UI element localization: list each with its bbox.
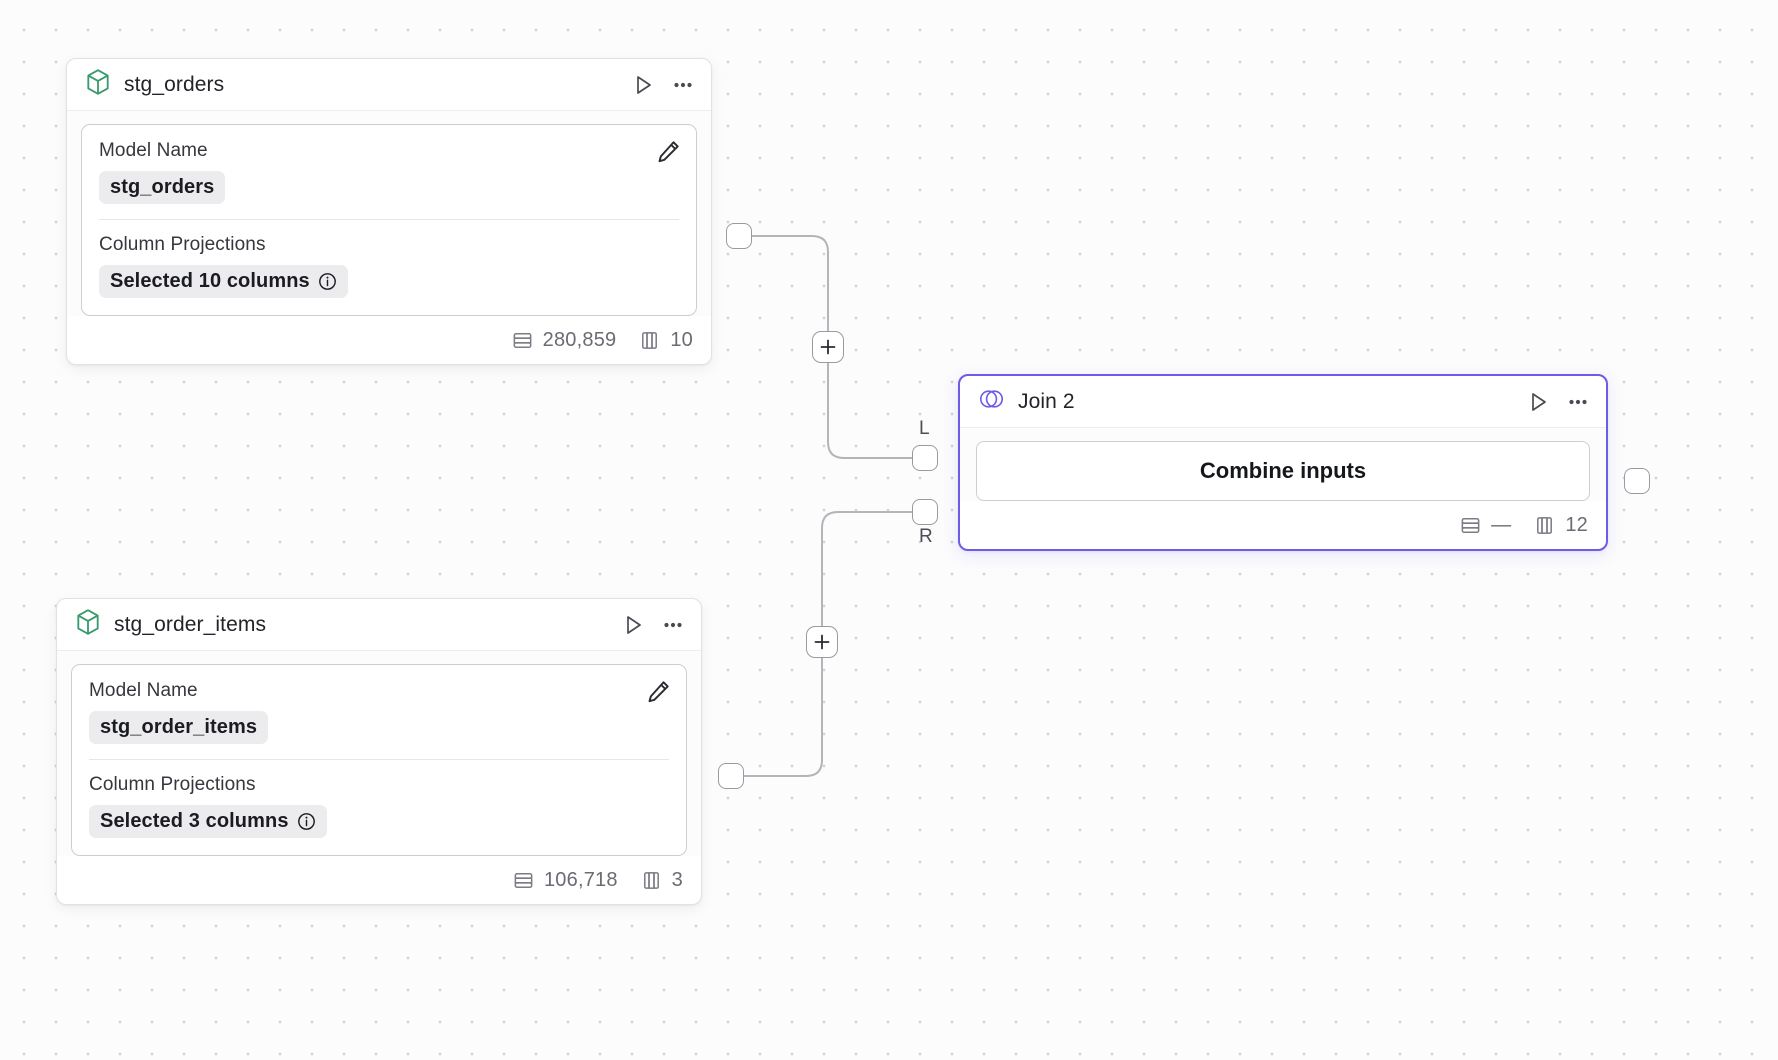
play-icon[interactable] (631, 73, 655, 97)
rows-icon (1459, 514, 1482, 537)
node-footer: 106,718 3 (57, 856, 701, 904)
column-projections-label: Column Projections (99, 234, 266, 255)
input-port-label-right: R (919, 526, 934, 547)
row-count-stat: 280,859 (511, 329, 617, 352)
combine-inputs-button[interactable]: Combine inputs (976, 441, 1590, 501)
more-options-icon[interactable] (661, 613, 685, 637)
play-icon[interactable] (1526, 390, 1550, 414)
column-projections-text: Selected 3 columns (100, 810, 289, 832)
node-body: Model Name stg_order_items Column Projec… (57, 651, 701, 856)
columns-icon (1533, 514, 1556, 537)
column-projections-value[interactable]: Selected 10 columns (99, 265, 348, 298)
node-body: Model Name stg_orders Column Projections… (67, 111, 711, 316)
pencil-icon[interactable] (655, 138, 682, 170)
column-count-stat: 12 (1533, 514, 1588, 537)
column-count-value: 12 (1565, 513, 1588, 536)
output-port-join-2[interactable] (1624, 468, 1650, 494)
node-header: stg_orders (67, 59, 711, 111)
column-count-stat: 3 (640, 869, 683, 892)
node-header: Join 2 (960, 376, 1606, 428)
node-join-2[interactable]: Join 2 Combine inputs (958, 374, 1608, 551)
cube-icon (85, 68, 111, 101)
panel-divider (99, 219, 679, 220)
output-port-stg-orders[interactable] (726, 223, 752, 249)
row-count-value: — (1491, 513, 1512, 536)
venn-icon (978, 387, 1005, 416)
pencil-icon[interactable] (645, 678, 672, 710)
node-title: Join 2 (1018, 389, 1075, 413)
info-icon[interactable] (297, 812, 316, 831)
node-body: Combine inputs (960, 428, 1606, 501)
row-count-value: 106,718 (543, 868, 618, 891)
node-title: stg_order_items (114, 612, 267, 636)
rows-icon (512, 869, 535, 892)
columns-icon (640, 869, 663, 892)
plus-icon (814, 634, 830, 650)
node-stg-order-items[interactable]: stg_order_items (56, 598, 702, 905)
rows-icon (511, 329, 534, 352)
model-config-panel: Model Name stg_orders Column Projections… (81, 124, 697, 316)
row-count-value: 280,859 (542, 328, 617, 351)
column-count-value: 3 (671, 868, 683, 891)
node-title: stg_orders (124, 72, 225, 96)
column-projections-value[interactable]: Selected 3 columns (89, 805, 327, 838)
model-name-label: Model Name (89, 680, 198, 701)
node-footer: 280,859 10 (67, 316, 711, 364)
input-port-label-left: L (919, 418, 930, 439)
column-projections-text: Selected 10 columns (110, 270, 310, 292)
panel-divider (89, 759, 669, 760)
output-port-stg-order-items[interactable] (718, 763, 744, 789)
node-stg-orders[interactable]: stg_orders (66, 58, 712, 365)
model-name-label: Model Name (99, 140, 208, 161)
input-port-left[interactable] (912, 445, 938, 471)
play-icon[interactable] (621, 613, 645, 637)
more-options-icon[interactable] (671, 73, 695, 97)
column-count-stat: 10 (638, 329, 693, 352)
model-name-value[interactable]: stg_order_items (89, 711, 269, 744)
add-node-button-edge-2[interactable] (806, 626, 838, 658)
node-footer: — 12 (960, 501, 1606, 549)
cube-icon (75, 608, 101, 641)
node-header: stg_order_items (57, 599, 701, 651)
more-options-icon[interactable] (1566, 390, 1590, 414)
row-count-stat: 106,718 (512, 869, 618, 892)
column-count-value: 10 (670, 328, 693, 351)
model-name-value[interactable]: stg_orders (99, 171, 226, 204)
add-node-button-edge-1[interactable] (812, 331, 844, 363)
row-count-stat: — (1459, 514, 1511, 537)
columns-icon (638, 329, 661, 352)
plus-icon (820, 339, 836, 355)
column-projections-label: Column Projections (89, 774, 256, 795)
input-port-right[interactable] (912, 499, 938, 525)
model-config-panel: Model Name stg_order_items Column Projec… (71, 664, 687, 856)
info-icon[interactable] (318, 272, 337, 291)
